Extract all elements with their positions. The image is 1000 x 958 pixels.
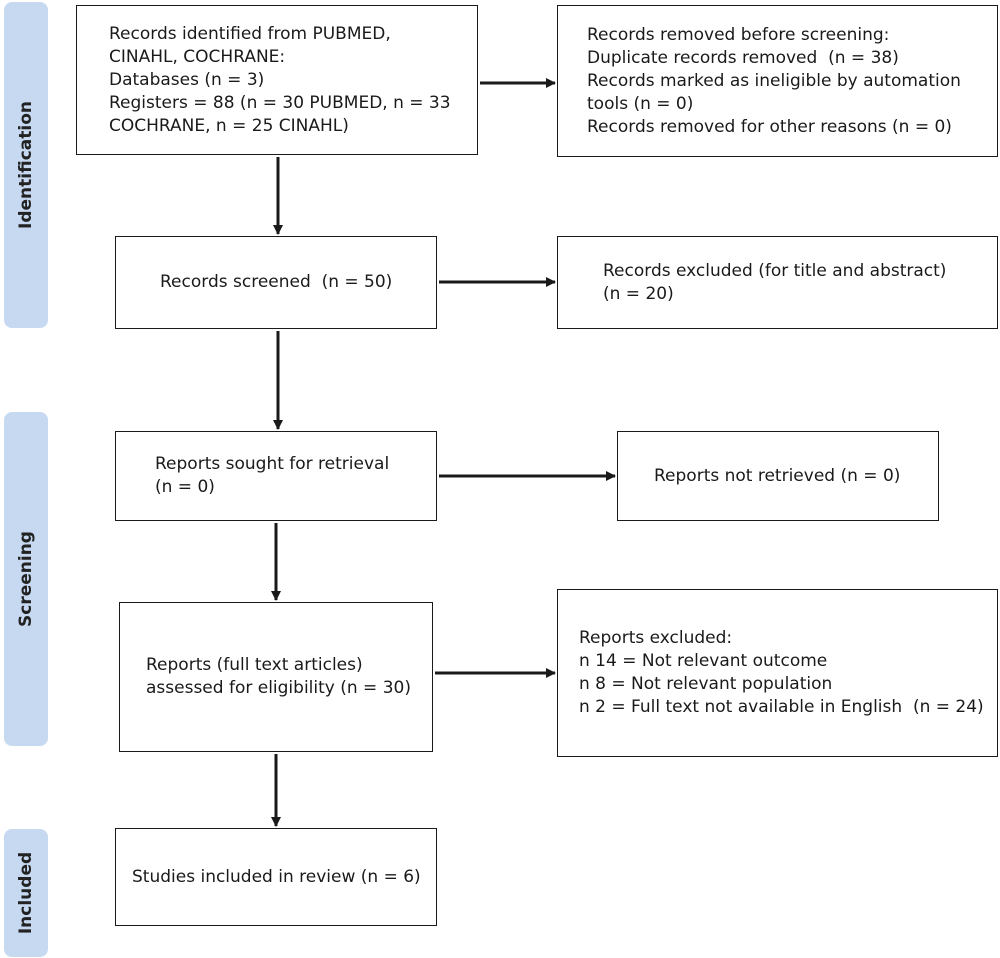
records-excluded-box: Records excluded (for title and abstract…: [557, 236, 998, 329]
phase-identification: Identification: [4, 2, 48, 328]
reports-assessed-box: Reports (full text articles) assessed fo…: [119, 602, 433, 752]
box-line: tools (n = 0): [587, 93, 694, 114]
box-line: Studies included in review (n = 6): [132, 866, 421, 887]
reports-excluded-box: Reports excluded: n 14 = Not relevant ou…: [557, 589, 998, 757]
box-line: Reports excluded:: [579, 628, 733, 648]
records-screened-box: Records screened (n = 50): [115, 236, 437, 329]
phase-screening: Screening: [4, 412, 48, 746]
box-line: Records removed for other reasons (n = 0…: [587, 116, 952, 137]
box-line: Databases (n = 3): [109, 69, 265, 90]
box-line: (n = 20): [603, 283, 674, 304]
box-line: Records identified from PUBMED,: [109, 23, 391, 44]
box-line: Records screened (n = 50): [160, 272, 393, 292]
box-line: n 2 = Full text not available in English…: [579, 697, 984, 717]
box-line: COCHRANE, n = 25 CINAHL): [109, 115, 349, 136]
box-line: Records excluded (for title and abstract…: [603, 260, 947, 281]
box-line: Duplicate records removed (n = 38): [587, 47, 899, 68]
box-line: n 14 = Not relevant outcome: [579, 651, 828, 671]
phase-included: Included: [4, 829, 48, 957]
box-line: Reports (full text articles): [146, 655, 363, 675]
box-line: Registers = 88 (n = 30 PUBMED, n = 33: [109, 92, 451, 113]
reports-sought-box: Reports sought for retrieval (n = 0): [115, 431, 437, 521]
box-line: Reports not retrieved (n = 0): [654, 465, 901, 486]
box-line: Records marked as ineligible by automati…: [587, 70, 961, 91]
box-line: (n = 0): [155, 477, 215, 497]
box-line: CINAHL, COCHRANE:: [109, 46, 286, 67]
box-line: assessed for eligibility (n = 30): [146, 678, 411, 698]
studies-included-box: Studies included in review (n = 6): [115, 828, 437, 926]
records-removed-box: Records removed before screening: Duplic…: [557, 5, 998, 157]
box-line: n 8 = Not relevant population: [579, 674, 833, 694]
box-line: Records removed before screening:: [587, 24, 890, 45]
reports-not-retrieved-box: Reports not retrieved (n = 0): [617, 431, 939, 521]
records-identified-box: Records identified from PUBMED, CINAHL, …: [76, 5, 478, 155]
box-line: Reports sought for retrieval: [155, 454, 390, 474]
